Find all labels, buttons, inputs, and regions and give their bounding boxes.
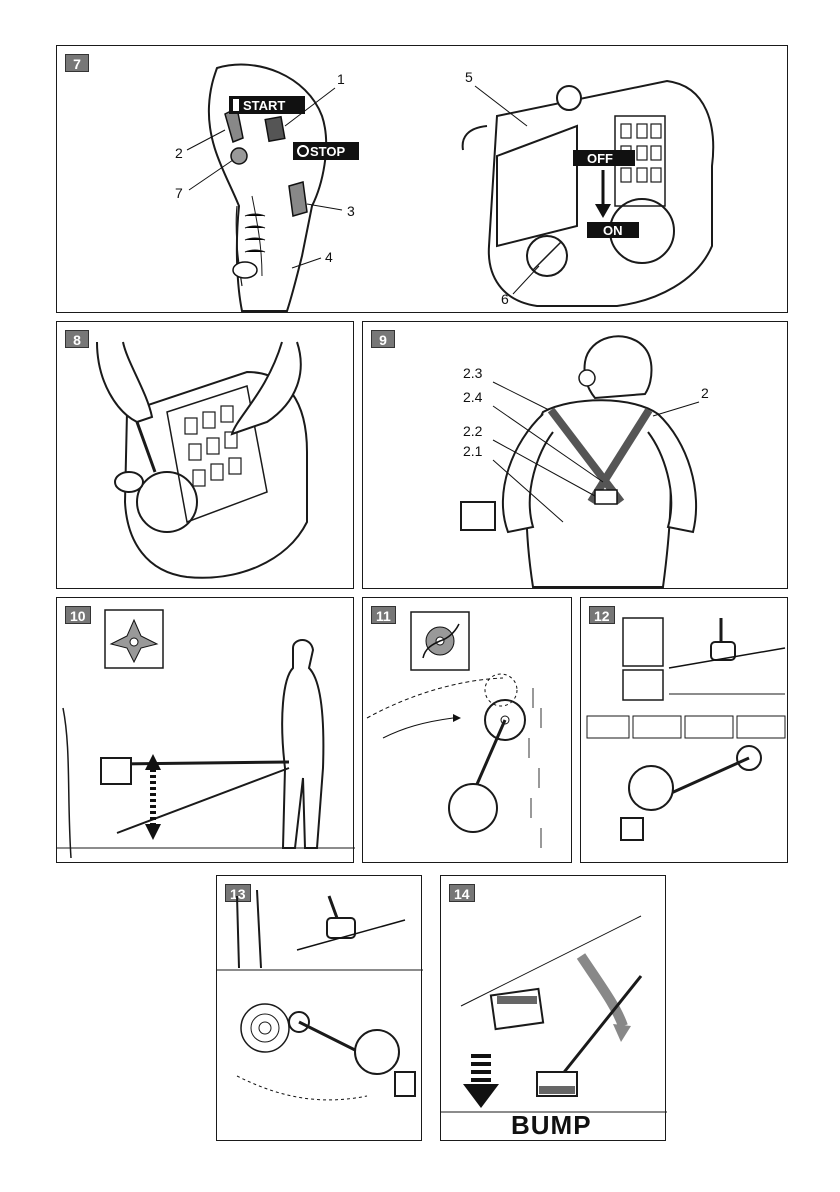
blade-cutting-illustration <box>57 598 355 864</box>
on-label: ON <box>603 223 623 238</box>
callout-2-4: 2.4 <box>463 389 483 405</box>
callout-2-2: 2.2 <box>463 423 483 439</box>
panel-12: 12 <box>580 597 788 863</box>
callout-2: 2 <box>175 145 183 161</box>
fuel-tank-illustration <box>57 322 355 590</box>
callout-5: 5 <box>465 69 473 85</box>
panel-7: 7 START STOP 1 2 3 4 7 <box>56 45 788 313</box>
engine-illustration <box>463 81 714 306</box>
throttle-handle-illustration: START STOP 1 2 3 4 7 <box>57 46 789 314</box>
trimming-around-tree-illustration <box>217 876 423 1142</box>
bump-arrow-icon <box>463 1054 499 1108</box>
saw-blade-illustration <box>363 598 573 864</box>
trimmer-wall-illustration <box>581 598 789 864</box>
callout-7: 7 <box>175 185 183 201</box>
panel-8: 8 <box>56 321 354 589</box>
start-label: START <box>243 98 285 113</box>
panel-11: 11 <box>362 597 572 863</box>
harness-illustration: 2.3 2.4 2.2 2.1 2 <box>363 322 789 590</box>
callout-2-3: 2.3 <box>463 365 483 381</box>
callout-1: 1 <box>337 71 345 87</box>
callout-2: 2 <box>701 385 709 401</box>
bump-text: BUMP <box>511 1110 592 1140</box>
callout-6: 6 <box>501 291 509 307</box>
off-label: OFF <box>587 151 613 166</box>
panel-10: 10 <box>56 597 354 863</box>
callout-3: 3 <box>347 203 355 219</box>
callout-4: 4 <box>325 249 333 265</box>
bump-feed-illustration: BUMP <box>441 876 667 1142</box>
stop-label: STOP <box>310 144 345 159</box>
panel-13: 13 <box>216 875 422 1141</box>
panel-9: 9 2.3 2.4 2.2 2.1 2 <box>362 321 788 589</box>
panel-14: 14 BUMP <box>440 875 666 1141</box>
callout-2-1: 2.1 <box>463 443 483 459</box>
